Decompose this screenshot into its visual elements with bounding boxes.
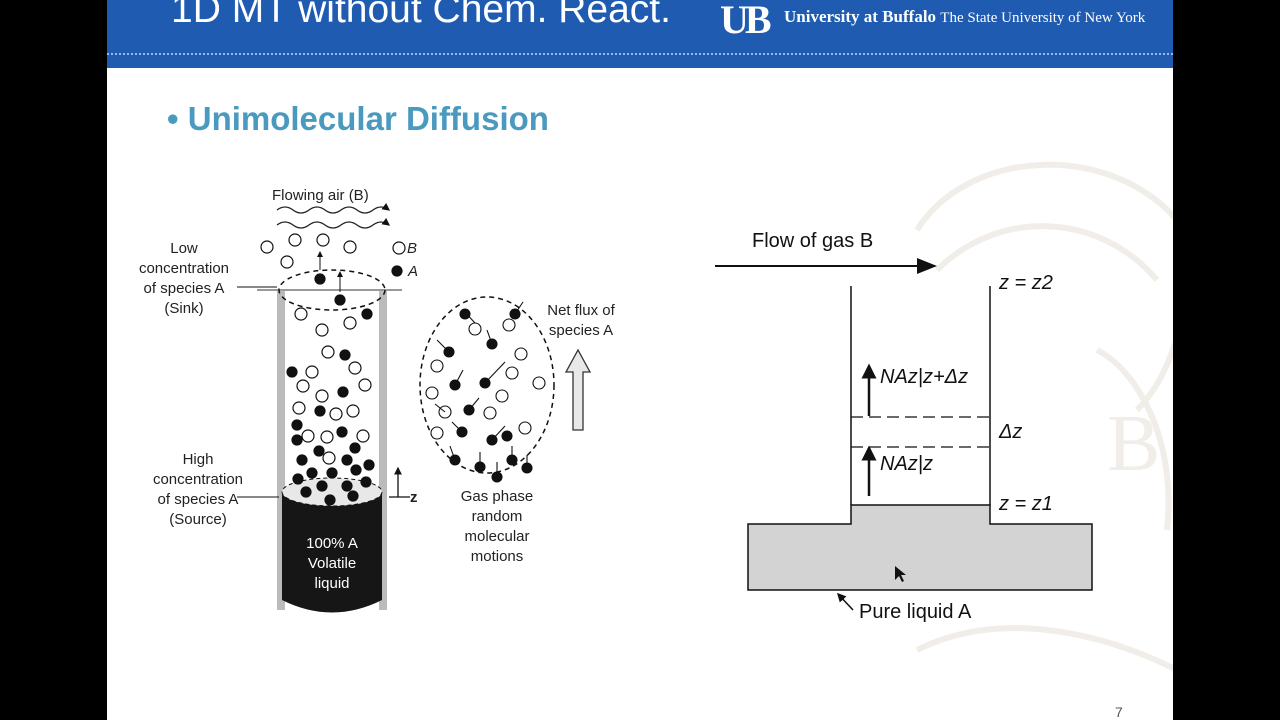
z2-label: z = z2	[999, 272, 1053, 294]
mouse-cursor-icon	[895, 566, 906, 582]
z1-label: z = z1	[999, 493, 1053, 515]
pure-liquid-label: Pure liquid A	[859, 601, 972, 623]
ub-logo: UB	[720, 0, 772, 42]
gas-line-1: Gas phase	[460, 488, 534, 505]
low-line-4: (Sink)	[164, 300, 204, 317]
low-line-3: of species A	[143, 280, 225, 297]
bullet-heading: • Unimolecular Diffusion	[167, 100, 549, 138]
flux-top-label: NAz|z+Δz	[880, 366, 969, 388]
page-number: 7	[1115, 704, 1123, 720]
legend-b-label: B	[407, 240, 418, 257]
liquid-line-2: Volatile	[307, 555, 357, 572]
bullet-text: Unimolecular Diffusion	[187, 100, 549, 137]
university-name: University at Buffalo The State Universi…	[784, 7, 1145, 27]
high-line-4: (Source)	[169, 511, 227, 528]
flow-gas-b-label: Flow of gas B	[752, 230, 874, 252]
slide: B 1D MT without Chem. React. UB Universi…	[107, 0, 1173, 720]
gas-line-4: motions	[470, 548, 524, 565]
header-bar	[107, 0, 1173, 68]
tube-diagram	[237, 202, 1093, 613]
high-line-1: High	[182, 451, 214, 468]
high-line-2: concentration	[152, 471, 244, 488]
flux-line-2: species A	[548, 322, 614, 339]
net-flux-label: Net flux of species A	[535, 301, 627, 341]
buffalo-watermark-icon: B	[914, 161, 1173, 672]
gas-line-2: random	[471, 508, 523, 525]
liquid-label: 100% A Volatile liquid	[282, 534, 382, 594]
bullet-symbol: •	[167, 100, 179, 137]
slide-title: 1D MT without Chem. React.	[171, 0, 671, 31]
low-line-1: Low	[170, 240, 198, 257]
gas-line-3: molecular	[464, 528, 530, 545]
z-axis-label: z	[410, 489, 418, 506]
liquid-line-1: 100% A	[306, 535, 358, 552]
flux-line-1: Net flux of	[547, 302, 615, 319]
low-concentration-label: Low concentration of species A (Sink)	[127, 239, 241, 319]
university-subtitle: The State University of New York	[940, 10, 1146, 26]
flowing-air-label: Flowing air (B)	[272, 187, 369, 204]
high-line-3: of species A	[157, 491, 239, 508]
legend-a-label: A	[408, 263, 419, 280]
university-label: University at Buffalo	[784, 7, 937, 26]
low-line-2: concentration	[138, 260, 230, 277]
liquid-line-3: liquid	[314, 575, 350, 592]
header-divider	[107, 53, 1173, 55]
svg-text:B: B	[1107, 400, 1160, 488]
gas-phase-label: Gas phase random molecular motions	[447, 487, 547, 567]
high-concentration-label: High concentration of species A (Source)	[141, 450, 255, 530]
flux-bottom-label: NAz|z	[880, 453, 933, 475]
delta-z-label: Δz	[999, 421, 1023, 443]
